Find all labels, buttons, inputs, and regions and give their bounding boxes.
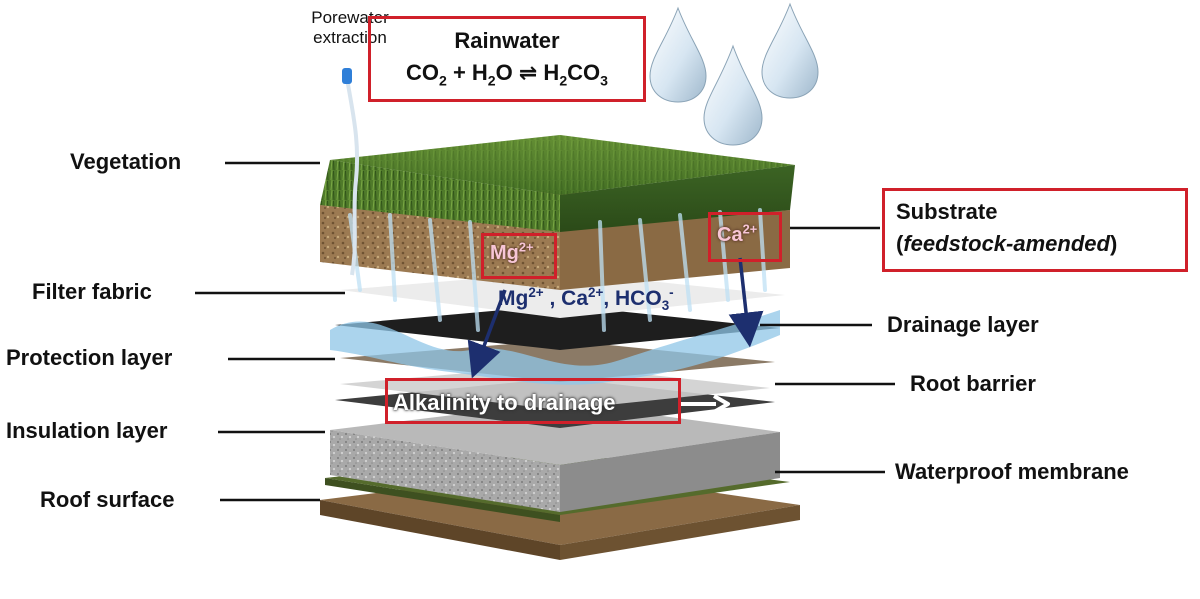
alkalinity-label: Alkalinity to drainage — [393, 390, 616, 415]
label-drainage-layer: Drainage layer — [887, 312, 1039, 337]
drainage-layer-mat — [335, 305, 780, 350]
ion-flux-text: Mg2+ , Ca2+, HCO3- — [498, 285, 674, 314]
vegetation-grass-block — [320, 135, 795, 232]
label-vegetation: Vegetation — [70, 149, 182, 174]
mg-ion-box — [481, 233, 557, 279]
alkalinity-box — [385, 378, 681, 424]
filter-fabric-sheet — [340, 272, 785, 318]
rainwater-title: Rainwater — [454, 28, 560, 53]
label-protection-layer: Protection layer — [6, 345, 173, 370]
label-roof-surface: Roof surface — [40, 487, 175, 512]
rainwater-equation: CO2 + H2O ⇌ H2CO3 — [405, 60, 608, 89]
raindrops — [649, 2, 819, 146]
mg-ion-label: Mg2+ — [490, 239, 534, 264]
label-filter-fabric: Filter fabric — [32, 279, 152, 304]
substrate-box — [882, 188, 1188, 272]
label-insulation-layer: Insulation layer — [6, 418, 168, 443]
ca-ion-box — [708, 212, 782, 262]
label-waterproof-membrane: Waterproof membrane — [895, 459, 1129, 484]
leader-lines-right — [760, 226, 895, 474]
ion-arrows — [467, 257, 764, 379]
leader-lines-left — [195, 161, 345, 502]
porewater-tube — [342, 68, 360, 276]
label-root-barrier: Root barrier — [910, 371, 1036, 396]
substrate-title: Substrate — [896, 199, 998, 224]
substrate-subtitle: (feedstock-amended) — [896, 231, 1118, 256]
ca-ion-label: Ca2+ — [717, 221, 758, 246]
alkalinity-arrow — [680, 394, 730, 414]
insulation-layer-block — [330, 402, 780, 512]
rainwater-box — [368, 16, 646, 102]
root-barrier-layer — [335, 365, 775, 428]
